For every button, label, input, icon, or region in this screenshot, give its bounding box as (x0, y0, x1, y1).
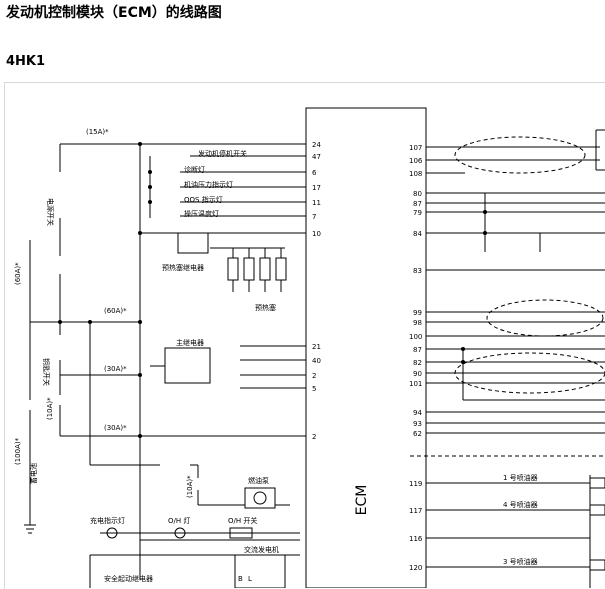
ecm-label: ECM (354, 485, 370, 516)
alternator-terminal-l: L (248, 575, 252, 583)
ecm-left-pin: 6 (312, 169, 317, 177)
page-title: 发动机控制模块（ECM）的线路图 (6, 5, 222, 21)
main-relay-symbol (164, 347, 211, 384)
qos-lamp-label: QOS 指示灯 (184, 195, 223, 204)
water-temp-lamp-label: 操压温度灯 (184, 209, 219, 218)
ecm-left-pin: 10 (312, 230, 321, 238)
ecm-right-pin: 83 (413, 267, 422, 275)
ecm-right-pin: 87 (413, 346, 422, 354)
ecm-right-pin: 62 (413, 430, 422, 438)
ecm-left-pin: 11 (312, 199, 321, 207)
shield-1 (454, 136, 586, 174)
ecm-right-pin: 93 (413, 420, 422, 428)
fuse-30a-label-1: (30A)* (104, 365, 127, 373)
diagram-frame (4, 82, 605, 589)
ecm-left-pin: 24 (312, 141, 321, 149)
alternator-terminal-b: B (238, 575, 243, 583)
diag-lamp-label: 诊断灯 (184, 165, 205, 174)
fuse-60a-label: (60A)* (104, 307, 127, 315)
oh-lamp-label: O/H 灯 (168, 516, 190, 525)
ecm-right-pin: 101 (409, 380, 422, 388)
fuse-15a-label: (15A)* (86, 128, 109, 136)
glow-plug-label: 预热塞 (255, 303, 276, 312)
ecm-right-pin: 116 (409, 535, 423, 543)
ecm-right-pin: 107 (409, 144, 422, 152)
ecm-right-pin: 117 (409, 507, 422, 515)
ecm-right-pin: 79 (413, 209, 422, 217)
shield-3 (454, 352, 605, 394)
oh-switch-label: O/H 开关 (228, 516, 257, 525)
key-switch-label: 钥匙开关 (42, 358, 51, 386)
ecm-right-pin: 80 (413, 190, 422, 198)
ecm-right-pin: 106 (409, 157, 423, 165)
ecm-right-pin: 82 (413, 359, 422, 367)
alternator-label: 交流发电机 (244, 545, 279, 554)
ecm-right-pin: 119 (409, 480, 422, 488)
ecm-right-pin: 87 (413, 200, 422, 208)
fuse-30a-label-2: (30A)* (104, 424, 127, 432)
injector-4-label: 4 号喷油器 (503, 500, 538, 509)
main-relay-label: 主继电器 (176, 338, 204, 347)
glow-relay-label: 预热塞继电器 (162, 263, 204, 272)
ecm-left-pin: 47 (312, 153, 321, 161)
ecm-right-pin: 84 (413, 230, 422, 238)
charge-lamp-label: 充电指示灯 (90, 516, 125, 525)
fuel-pump-motor-icon (253, 491, 267, 505)
ecm-right-pin: 94 (413, 409, 422, 417)
fuse-100a-label: (100A)* (14, 437, 22, 465)
ecm-right-pin: 120 (409, 564, 422, 572)
ecm-left-pin: 21 (312, 343, 321, 351)
alternator-box (234, 554, 286, 588)
ecm-left-pin: 5 (312, 385, 316, 393)
oil-lamp-label: 机油压力指示灯 (184, 180, 233, 189)
stop-switch-label: 发动机停机开关 (198, 149, 247, 158)
fuse-60a-vertical-label: (60A)* (14, 262, 22, 285)
fuel-pump-label: 燃油泵 (248, 476, 269, 485)
ecm-right-pin: 99 (413, 309, 422, 317)
ecm-left-pin: 7 (312, 213, 316, 221)
injector-3-label: 3 号喷油器 (503, 557, 538, 566)
ecm-box (305, 107, 427, 588)
ignition-switch-label: 电源开关 (46, 198, 55, 226)
safety-relay-label: 安全起动继电器 (104, 574, 153, 583)
ecm-right-pin: 100 (409, 333, 422, 341)
fuse-10a-label-2: (10A)* (186, 475, 194, 498)
ecm-left-pin: 40 (312, 357, 321, 365)
shield-2 (486, 299, 604, 337)
engine-model-label: 4HK1 (6, 54, 46, 69)
ecm-left-pin: 2 (312, 433, 316, 441)
fuse-10a-label-1: (10A)* (46, 397, 54, 420)
ecm-right-pin: 98 (413, 319, 422, 327)
injector-1-label: 1 号喷油器 (503, 473, 538, 482)
ecm-left-pin: 17 (312, 184, 321, 192)
ecm-right-pin: 90 (413, 370, 422, 378)
ecm-right-pin: 108 (409, 170, 422, 178)
battery-label: 蓄电池 (29, 463, 38, 484)
ecm-left-pin: 2 (312, 372, 316, 380)
